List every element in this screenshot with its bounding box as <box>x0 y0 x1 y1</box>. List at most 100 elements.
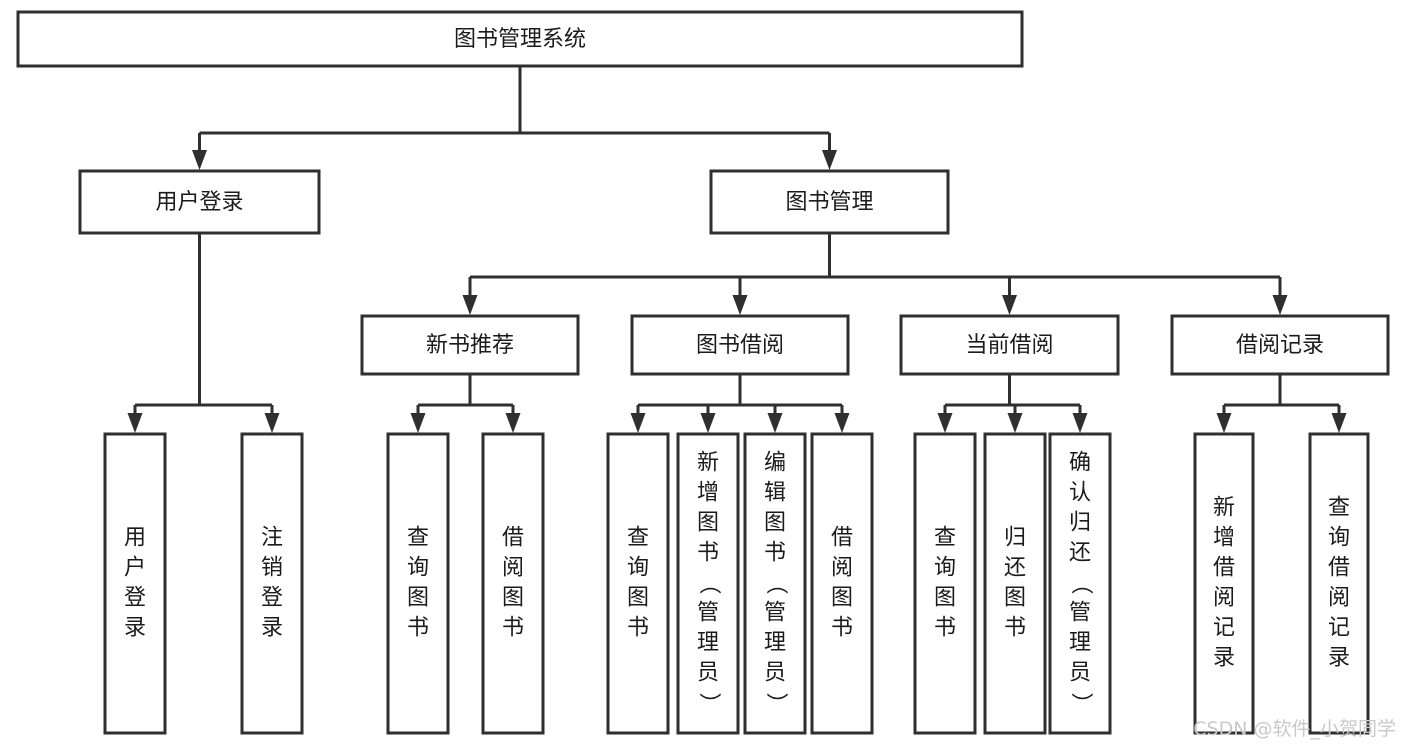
watermark-layer: CSDN @软件_小贺同学 <box>1193 718 1396 740</box>
node-label-leaf-borrow-book-1-glyph-0: 借 <box>502 526 524 551</box>
node-label-leaf-add-record-glyph-0: 新 <box>1213 496 1235 521</box>
node-label-leaf-user-login-glyph-1: 户 <box>124 556 146 581</box>
node-user-login[interactable]: 用户登录 <box>78 169 321 235</box>
node-label-root: 图书管理系统 <box>454 27 586 52</box>
node-label-leaf-query-book-3-glyph-0: 查 <box>934 526 956 551</box>
node-label-leaf-query-book-1-glyph-3: 书 <box>407 616 429 641</box>
node-leaf-user-login[interactable]: 用户登录 <box>103 432 167 735</box>
node-label-leaf-confirm-return-glyph-8: ） <box>1068 692 1093 714</box>
node-label-leaf-edit-book-glyph-2: 图 <box>764 511 786 536</box>
node-label-leaf-user-logout-glyph-1: 销 <box>261 556 283 581</box>
node-label-leaf-add-book-glyph-0: 新 <box>697 451 719 476</box>
node-label-leaf-edit-book-glyph-8: ） <box>763 692 788 714</box>
node-box-leaf-edit-book <box>743 432 807 735</box>
node-box-leaf-query-book-3 <box>913 432 977 735</box>
node-label-leaf-borrow-book-2-glyph-2: 图 <box>831 586 853 611</box>
node-label-leaf-user-login-glyph-3: 录 <box>124 616 146 641</box>
node-box-leaf-borrow-book-1 <box>481 432 545 735</box>
node-book-manage[interactable]: 图书管理 <box>709 169 950 235</box>
node-label-new-book-recommend: 新书推荐 <box>426 333 514 358</box>
node-label-leaf-edit-book-glyph-4: （ <box>763 572 788 594</box>
node-label-leaf-query-record-glyph-3: 阅 <box>1328 586 1350 611</box>
node-label-leaf-return-book-glyph-1: 还 <box>1004 556 1026 581</box>
node-label-leaf-add-book-glyph-5: 管 <box>697 601 719 626</box>
node-label-leaf-edit-book-glyph-0: 编 <box>764 451 786 476</box>
node-label-leaf-confirm-return-glyph-4: （ <box>1068 572 1093 594</box>
node-label-leaf-query-book-3-glyph-1: 询 <box>934 556 956 581</box>
node-label-leaf-add-book-glyph-3: 书 <box>697 541 719 566</box>
node-box-leaf-borrow-book-2 <box>810 432 874 735</box>
node-box-leaf-query-record <box>1308 432 1370 735</box>
node-box-leaf-user-login <box>103 432 167 735</box>
node-box-leaf-user-logout <box>240 432 304 735</box>
node-book-borrow[interactable]: 图书借阅 <box>630 314 850 376</box>
node-label-leaf-query-record-glyph-2: 借 <box>1328 556 1350 581</box>
node-label-leaf-edit-book-glyph-5: 管 <box>764 601 786 626</box>
node-label-leaf-edit-book-glyph-6: 理 <box>764 631 786 656</box>
node-label-leaf-return-book-glyph-3: 书 <box>1004 616 1026 641</box>
node-borrow-record[interactable]: 借阅记录 <box>1170 314 1390 376</box>
csdn-watermark: CSDN @软件_小贺同学 <box>1193 718 1396 740</box>
node-box-root <box>16 10 1024 68</box>
node-label-leaf-edit-book-glyph-1: 辑 <box>764 481 786 506</box>
node-label-leaf-query-book-2-glyph-2: 图 <box>627 586 649 611</box>
node-box-leaf-add-book <box>676 432 740 735</box>
node-label-leaf-borrow-book-1-glyph-3: 书 <box>502 616 524 641</box>
node-current-borrow[interactable]: 当前借阅 <box>899 314 1120 376</box>
node-label-leaf-confirm-return-glyph-5: 管 <box>1069 601 1091 626</box>
node-root[interactable]: 图书管理系统 <box>16 10 1024 68</box>
node-label-leaf-query-book-1-glyph-2: 图 <box>407 586 429 611</box>
node-label-leaf-confirm-return-glyph-0: 确 <box>1069 451 1091 476</box>
node-label-leaf-return-book-glyph-2: 图 <box>1004 586 1026 611</box>
node-label-book-borrow: 图书借阅 <box>696 333 784 358</box>
node-label-leaf-query-book-2-glyph-0: 查 <box>627 526 649 551</box>
node-label-leaf-query-book-3-glyph-3: 书 <box>934 616 956 641</box>
node-label-leaf-query-book-1-glyph-0: 查 <box>407 526 429 551</box>
node-label-leaf-user-login-glyph-2: 登 <box>124 586 146 611</box>
node-box-leaf-return-book <box>983 432 1047 735</box>
node-label-leaf-borrow-book-2-glyph-0: 借 <box>831 526 853 551</box>
node-label-leaf-add-record-glyph-5: 录 <box>1213 646 1235 671</box>
node-label-leaf-add-book-glyph-2: 图 <box>697 511 719 536</box>
node-label-leaf-add-book-glyph-6: 理 <box>697 631 719 656</box>
node-label-leaf-query-book-3-glyph-2: 图 <box>934 586 956 611</box>
node-layer: 图书管理系统用户登录图书管理新书推荐图书借阅当前借阅借阅记录用户登录注销登录查询… <box>16 10 1390 735</box>
node-box-book-borrow <box>630 314 850 376</box>
node-box-leaf-query-book-1 <box>386 432 450 735</box>
node-label-leaf-add-book-glyph-1: 增 <box>697 481 719 506</box>
node-label-leaf-user-logout-glyph-2: 登 <box>261 586 283 611</box>
node-label-leaf-query-record-glyph-1: 询 <box>1328 526 1350 551</box>
node-box-new-book-recommend <box>360 314 580 376</box>
node-box-user-login <box>78 169 321 235</box>
node-label-leaf-user-logout-glyph-0: 注 <box>261 526 283 551</box>
node-box-leaf-add-record <box>1193 432 1255 735</box>
node-label-leaf-confirm-return-glyph-6: 理 <box>1069 631 1091 656</box>
node-label-leaf-query-record-glyph-5: 录 <box>1328 646 1350 671</box>
node-label-current-borrow: 当前借阅 <box>965 333 1053 358</box>
node-new-book-recommend[interactable]: 新书推荐 <box>360 314 580 376</box>
node-label-leaf-edit-book-glyph-7: 员 <box>764 661 786 686</box>
node-label-leaf-borrow-book-1-glyph-1: 阅 <box>502 556 524 581</box>
node-box-book-manage <box>709 169 950 235</box>
connector-layer <box>127 66 1347 433</box>
node-label-leaf-add-record-glyph-2: 借 <box>1213 556 1235 581</box>
node-label-leaf-confirm-return-glyph-2: 归 <box>1069 511 1091 536</box>
node-label-leaf-add-book-glyph-7: 员 <box>697 661 719 686</box>
node-label-leaf-query-record-glyph-0: 查 <box>1328 496 1350 521</box>
node-label-leaf-confirm-return-glyph-1: 认 <box>1069 481 1091 506</box>
node-label-borrow-record: 借阅记录 <box>1236 333 1324 358</box>
